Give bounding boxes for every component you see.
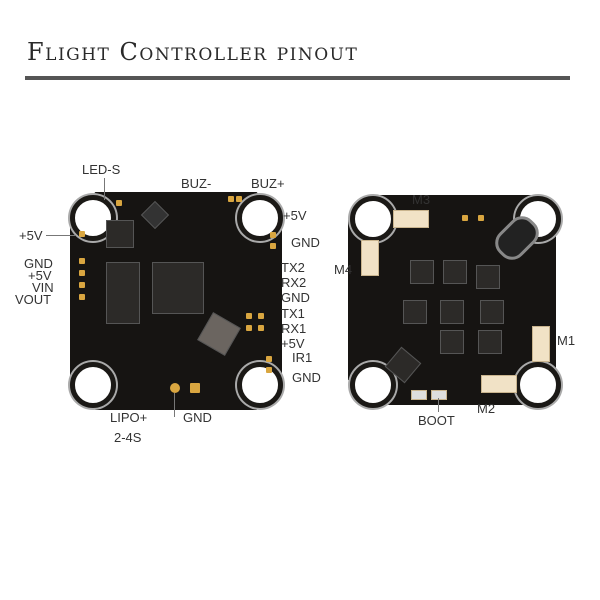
label-vin: VIN (32, 280, 54, 295)
label-gnd-left: GND (24, 256, 53, 271)
label-m4: M4 (334, 262, 353, 277)
motor-connector-m1 (532, 326, 550, 362)
label-tx1: TX1 (281, 306, 305, 321)
label-5v-top-right: +5V (283, 208, 307, 223)
chip (106, 262, 140, 324)
label-buz-minus: BUZ- (181, 176, 212, 191)
mount-hole (515, 362, 561, 408)
label-lipo-cells: 2-4S (114, 430, 142, 445)
mount-hole (237, 195, 283, 241)
chip (106, 220, 134, 248)
label-tx2: TX2 (281, 260, 305, 275)
label-ir1: IR1 (292, 350, 313, 365)
label-gnd-top-right: GND (291, 235, 320, 250)
motor-connector-m4 (361, 240, 379, 276)
label-buz-plus: BUZ+ (251, 176, 285, 191)
label-5v-right: +5V (281, 336, 305, 351)
page-title: Flight Controller pinout (27, 38, 359, 66)
label-gnd-mid: GND (281, 290, 310, 305)
label-5v-left2: +5V (28, 268, 52, 283)
motor-connector-m3 (393, 210, 429, 228)
motor-connector-m2 (481, 375, 517, 393)
label-m3: M3 (412, 192, 431, 207)
boot-pads (431, 390, 447, 400)
label-gnd-right: GND (292, 370, 321, 385)
label-gnd-bottom: GND (183, 410, 212, 425)
label-m1: M1 (557, 333, 576, 348)
boot-pads (411, 390, 427, 400)
label-boot: BOOT (418, 413, 455, 428)
title-underline (25, 76, 570, 80)
label-rx1: RX1 (281, 321, 307, 336)
mount-hole (350, 196, 396, 242)
label-rx2: RX2 (281, 275, 307, 290)
mount-hole (237, 362, 283, 408)
label-led-s: LED-S (82, 162, 121, 177)
mcu-chip (152, 262, 204, 314)
label-vout: VOUT (15, 292, 52, 307)
mount-hole (70, 362, 116, 408)
label-5v-left: +5V (19, 228, 43, 243)
label-m2: M2 (477, 401, 496, 416)
label-lipo: LIPO+ (110, 410, 148, 425)
